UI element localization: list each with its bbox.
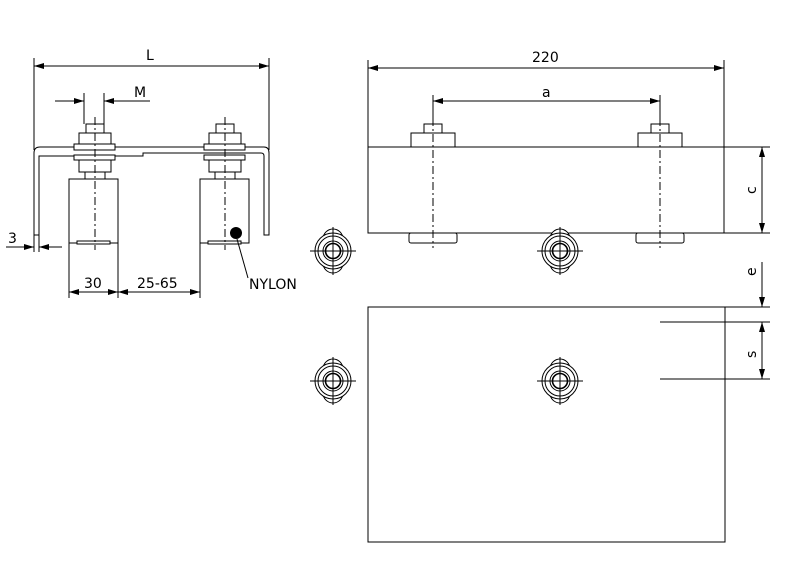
nylon-marker xyxy=(230,227,242,239)
dim-label-c: c xyxy=(744,186,760,194)
dim-label-e: e xyxy=(744,267,760,276)
front-view: 220 a c xyxy=(367,50,770,248)
dim-label-M: M xyxy=(134,85,146,101)
dim-label-L: L xyxy=(146,48,154,64)
dimension-L: L xyxy=(33,48,270,150)
dim-label-s: s xyxy=(744,351,760,358)
mounting-plate-front xyxy=(367,146,725,234)
dimension-M: M xyxy=(55,85,150,124)
bolt-hole-bottom-left xyxy=(309,356,357,406)
mounting-plate-plan xyxy=(367,306,726,543)
dim-label-30: 30 xyxy=(84,276,102,292)
right-wheel-assembly xyxy=(199,117,250,279)
dim-label-3: 3 xyxy=(8,231,17,247)
left-wheel xyxy=(68,178,119,244)
dim-label-25-65: 25-65 xyxy=(137,276,178,292)
front-bolt-left xyxy=(408,118,458,248)
front-bolt-right xyxy=(635,118,685,248)
left-wheel-assembly xyxy=(68,117,119,250)
side-view: L M xyxy=(6,48,297,298)
plan-view: e s xyxy=(367,262,770,543)
dim-label-a: a xyxy=(542,85,551,101)
dim-label-220: 220 xyxy=(532,50,559,66)
bracket xyxy=(33,146,270,236)
dimension-3: 3 xyxy=(6,231,62,252)
nylon-label: NYLON xyxy=(249,277,297,293)
bolt-hole-bottom-right xyxy=(536,356,584,406)
bolt-hole-top-right xyxy=(536,226,584,276)
bolt-hole-top-left xyxy=(309,226,357,276)
dimension-wheel: 30 25-65 xyxy=(68,243,201,298)
